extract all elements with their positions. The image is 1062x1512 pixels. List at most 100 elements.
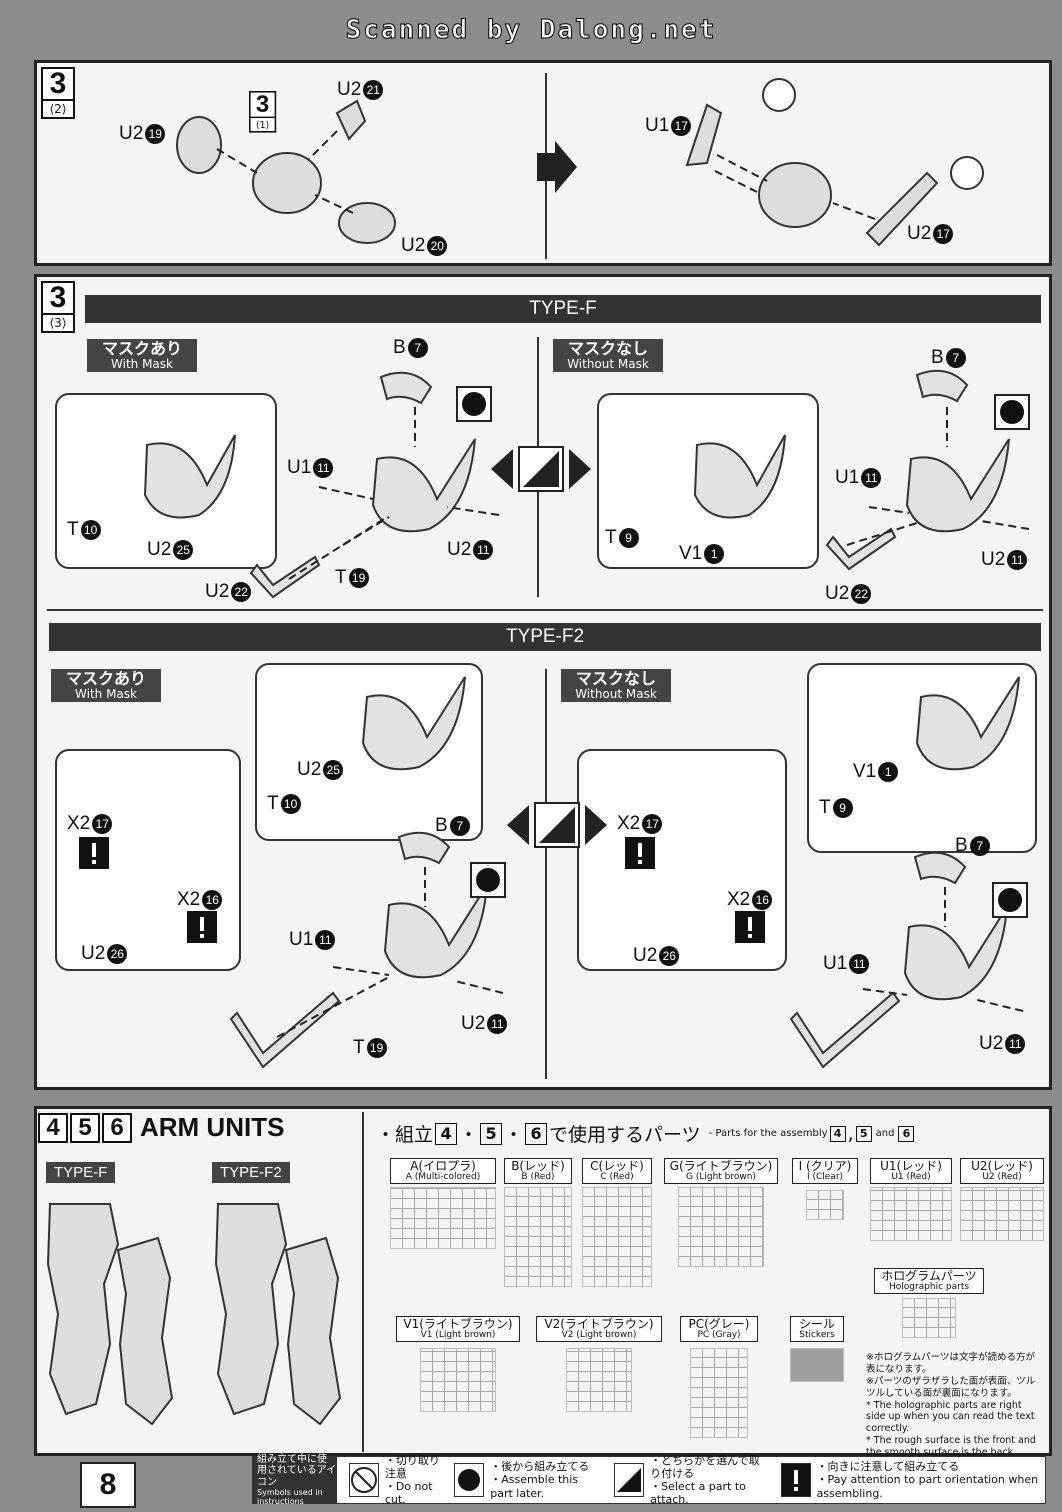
type-f-bar: TYPE-F (85, 295, 1041, 323)
type-f2-bar: TYPE-F2 (49, 623, 1041, 651)
page-number: 8 (80, 1462, 136, 1508)
ref-step-number: 3 (249, 91, 277, 119)
head-variants-illustration (79, 369, 1030, 1069)
legend-orientation: ・向きに注意して組み立てる・Pay attention to part orie… (780, 1460, 1045, 1500)
step-number: 3 (41, 281, 75, 315)
head-main-f (371, 438, 476, 533)
section-divider (47, 609, 1043, 611)
step-substep: ⟨2⟩ (41, 101, 75, 119)
select-part-icon (614, 1463, 645, 1497)
step-6: 6 (102, 1112, 132, 1143)
parts-list-title: ・組立 4・5・6 で使用するパーツ - Parts for the assem… (376, 1120, 916, 1147)
type-f2-divider (545, 669, 547, 1079)
attention-icon (780, 1463, 811, 1497)
arm-units-heading: ARM UNITS (140, 1112, 285, 1142)
runner-v2: V2(ライトブラウン)V2 (Light brown) (536, 1316, 662, 1413)
legend-select-part: ・どちらかを選んで取り付ける・Select a part to attach. (614, 1454, 768, 1507)
runner-v1: V1(ライトブラウン)V1 (Light brown) (396, 1316, 520, 1413)
icon-legend: 組み立て中に使用されているアイコン Symbols used in instru… (252, 1454, 1046, 1507)
scan-credit-text: Scanned by Dalong.net (345, 15, 717, 46)
part-b7 (379, 371, 433, 405)
select-part-icon (491, 446, 591, 492)
step-badge: 3 ⟨2⟩ (41, 67, 75, 125)
part-u2-19 (176, 116, 222, 174)
head-zoom (143, 434, 236, 519)
assembly-notes: ※ホログラムパーツは文字が読める方が表になります。 ※パーツのザラザラした面が表… (866, 1352, 1036, 1458)
ref-step-substep: ⟨1⟩ (249, 118, 277, 133)
f2-without-mask-head-bubble (807, 663, 1037, 853)
runner-c: C(レッド)C (Red) (582, 1158, 652, 1288)
step-badge: 3 ⟨3⟩ (41, 281, 75, 339)
part-u1-17 (685, 103, 723, 167)
step-number: 3 (41, 67, 75, 101)
arm-units-title: 4 5 6 ARM UNITS (38, 1112, 284, 1143)
head-assembly-illustration (176, 78, 984, 247)
step-4: 4 (38, 1112, 68, 1143)
step-substep: ⟨3⟩ (41, 315, 75, 333)
legend-heading: 組み立て中に使用されているアイコン Symbols used in instru… (253, 1454, 337, 1506)
arm-divider (362, 1112, 364, 1452)
next-arrow (537, 141, 577, 193)
head-core-assembled (758, 162, 832, 228)
step-5: 5 (70, 1112, 100, 1143)
assemble-later-icon (454, 1463, 485, 1497)
runner-i: I (クリア)I (Clear) (792, 1158, 858, 1221)
part-u2-17 (865, 171, 939, 247)
runner-u2: U2(レッド)U2 (Red) (960, 1158, 1044, 1242)
legend-assemble-later: ・後から組み立てる・Assemble this part later. (454, 1460, 602, 1500)
part-u2-21 (335, 99, 367, 141)
arm-type-f2: TYPE-F2 (212, 1162, 290, 1183)
runner-pc: PC(グレー)PC (Gray) (680, 1316, 758, 1439)
runner-a: A(イロプラ)A (Multi-colored) (390, 1158, 496, 1250)
do-not-cut-icon (348, 1463, 379, 1497)
scan-credit-header: Scanned by Dalong.net (0, 0, 1062, 60)
arm-type-f: TYPE-F (46, 1162, 116, 1183)
ref-step-badge: 3 ⟨1⟩ (249, 91, 277, 137)
select-part-icon-f2 (507, 802, 607, 848)
runner-g: G(ライトブラウン)G (Light brown) (664, 1158, 778, 1268)
runner-u1: U1(レッド)U1 (Red) (870, 1158, 952, 1242)
